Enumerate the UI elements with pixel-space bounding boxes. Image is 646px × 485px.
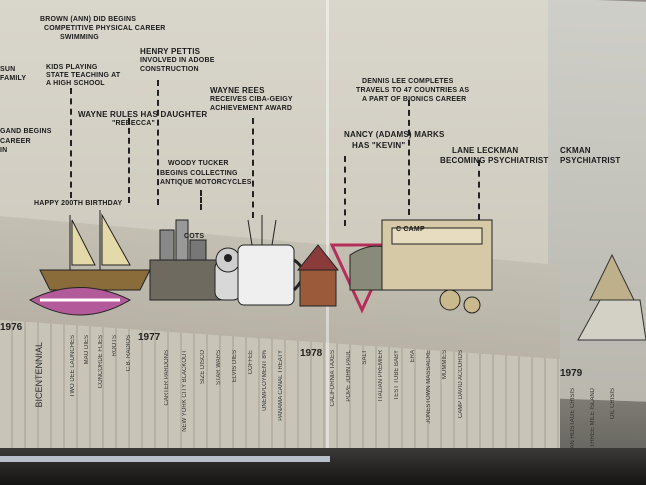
- coffee-cup-drawing: [237, 215, 305, 306]
- note-8b: HAS "KEVIN": [352, 141, 406, 150]
- event-10: STAR WARS: [216, 350, 222, 386]
- note-7b: BEGINS COLLECTING: [160, 170, 238, 177]
- event-17: SALT: [362, 350, 368, 365]
- note-11b: PSYCHIATRIST: [560, 156, 621, 165]
- banner-note: HAPPY 200TH BIRTHDAY: [34, 200, 123, 207]
- event-13: UNEMPLOYMENT 8%: [262, 350, 268, 411]
- event-22: MUMMIES: [442, 350, 448, 379]
- paper-fold: [326, 0, 329, 470]
- note-9: DENNIS LEE COMPLETES: [362, 78, 454, 85]
- timeline-illustrations: [28, 210, 646, 341]
- note-3: HENRY PETTIS: [140, 47, 201, 56]
- note-10: LANE LECKMAN: [452, 146, 519, 155]
- event-5: ROOTS: [112, 335, 118, 357]
- connector-line: [478, 160, 480, 220]
- note-left-top: SUN: [0, 66, 16, 73]
- note-1c: SWIMMING: [60, 34, 99, 41]
- window-frame: [0, 448, 646, 485]
- year-1976: 1976: [0, 322, 23, 333]
- camp-sign-drawing: [381, 219, 493, 314]
- event-4: CONCORDE FLIES: [98, 335, 104, 389]
- event-7: CARTER PARDONS: [164, 350, 170, 406]
- event-3: MAO DIES: [84, 335, 90, 365]
- note-1b: COMPETITIVE PHYSICAL CAREER: [44, 25, 166, 32]
- note-left-top-b: FAMILY: [0, 75, 27, 82]
- note-7c: ANTIQUE MOTORCYCLES: [160, 179, 252, 186]
- event-20: ERA: [410, 350, 416, 363]
- event-25: THREE MILE ISLAND: [590, 388, 596, 448]
- note-2b: STATE TEACHING AT: [46, 72, 121, 79]
- note-10b: BECOMING PSYCHIATRIST: [440, 156, 549, 165]
- note-5: GAND BEGINS: [0, 128, 52, 135]
- event-9: SIZE DISCO: [200, 350, 206, 385]
- connector-line: [128, 118, 130, 203]
- connector-line: [157, 80, 159, 205]
- note-9b: TRAVELS TO 47 COUNTRIES AS: [356, 87, 470, 94]
- note-1: BROWN (ANN) DID BEGINS: [40, 16, 137, 23]
- connector-line: [200, 190, 202, 210]
- cots-note: COTS: [184, 233, 205, 240]
- event-21: JONESTOWN MASSACRE: [426, 350, 432, 424]
- event-16: POPE JOHN PAUL: [346, 350, 352, 402]
- note-9c: A PART OF BIONICS CAREER: [362, 96, 467, 103]
- note-3b: INVOLVED IN ADOBE: [140, 57, 215, 64]
- connector-line: [252, 118, 254, 218]
- event-18: ITALIAN PREMIER: [378, 350, 384, 402]
- connector-line: [344, 156, 346, 226]
- connector-line: [408, 100, 410, 215]
- note-11: CKMAN: [560, 146, 591, 155]
- event-26: OIL CRISIS: [610, 388, 616, 420]
- event-15: CALIFORNIA TAXES: [330, 350, 336, 407]
- note-2c: A HIGH SCHOOL: [46, 80, 105, 87]
- event-19: TEST TUBE BABY: [394, 350, 400, 401]
- ship-drawing: [39, 210, 151, 291]
- note-4: WAYNE RULES HAS DAUGHTER: [78, 110, 208, 119]
- event-14: PANAMA CANAL TREATY: [278, 350, 284, 421]
- note-4b: "REBECCA": [112, 120, 156, 127]
- event-23: CAMP DAVID ACCORDS: [458, 350, 464, 419]
- note-7: WOODY TUCKER: [168, 160, 229, 167]
- note-6b: RECEIVES CIBA-GEIGY: [210, 96, 293, 103]
- event-11: ELVIS DIES: [232, 350, 238, 383]
- lips-drawing: [28, 287, 132, 316]
- year-1979: 1979: [560, 368, 583, 379]
- event-2: TWO DEE LAUNCHES: [70, 335, 76, 398]
- robot-drawing: [214, 247, 242, 301]
- event-8: NEW YORK CITY BLACKOUT: [182, 350, 188, 432]
- note-5b: CAREER: [0, 138, 31, 145]
- note-3c: CONSTRUCTION: [140, 66, 199, 73]
- event-6: C.B. RADIOS: [126, 335, 132, 372]
- note-8: NANCY (ADAMS) MARKS: [344, 130, 445, 139]
- event-12: COFFEE: [248, 350, 254, 375]
- year-1977: 1977: [138, 332, 161, 343]
- note-6: WAYNE REES: [210, 86, 265, 95]
- window-light-reflection: [0, 456, 330, 462]
- camp-note: C CAMP: [396, 226, 425, 233]
- year-1978: 1978: [300, 348, 323, 359]
- note-5c: IN: [0, 147, 8, 154]
- note-6c: ACHIEVEMENT AWARD: [210, 105, 293, 112]
- event-bicentennial: BICENTENNIAL: [34, 342, 44, 408]
- house-drawing: [296, 244, 340, 307]
- pyramid-drawing: [577, 253, 646, 341]
- city-drawing: [149, 219, 221, 301]
- connector-line: [70, 88, 72, 198]
- event-24: IRAN HOSTAGE CRISIS: [570, 388, 576, 455]
- note-2: KIDS PLAYING: [46, 64, 98, 71]
